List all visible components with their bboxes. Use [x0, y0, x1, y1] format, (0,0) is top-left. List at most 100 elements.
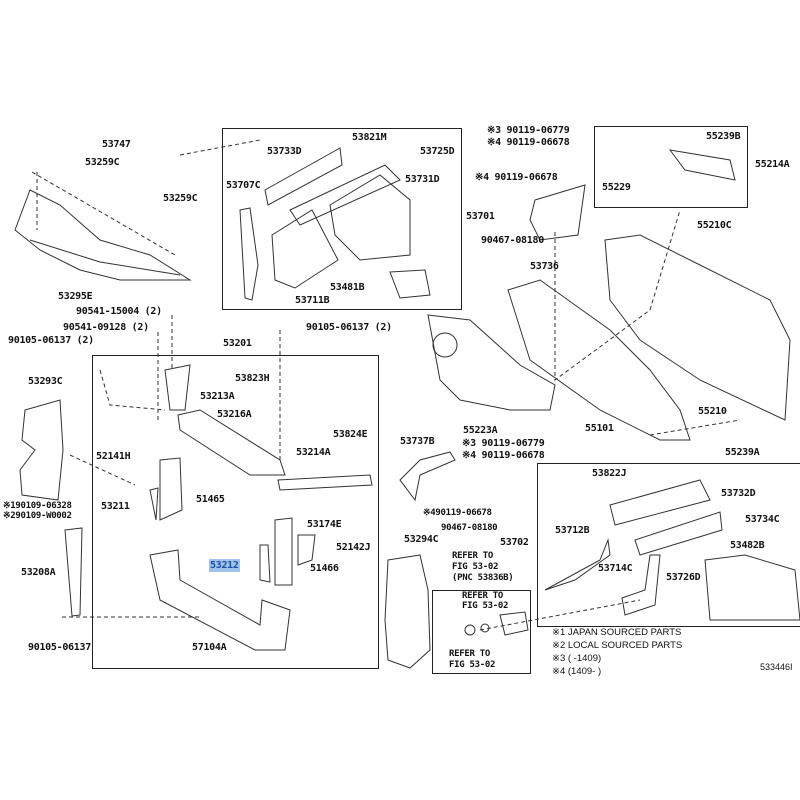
part-label[interactable]: 53726D: [666, 572, 701, 583]
part-label[interactable]: 53822J: [592, 468, 627, 479]
part-label[interactable]: 52142J: [336, 542, 371, 553]
part-57104a-shape: [149, 549, 291, 651]
part-label[interactable]: 53823H: [235, 373, 270, 384]
group-box-53702: [537, 463, 800, 627]
part-55214a-shape: [668, 149, 736, 181]
refer-text: FIG 53-02: [449, 660, 496, 670]
part-label[interactable]: 53294C: [404, 534, 439, 545]
part-53736-shape: [529, 184, 586, 241]
part-label[interactable]: 90541-09128 (2): [63, 322, 149, 333]
part-label[interactable]: 53711B: [295, 295, 330, 306]
part-label[interactable]: 53211: [101, 501, 130, 512]
part-label[interactable]: ※3 90119-06779: [462, 438, 545, 449]
part-53293c-shape: [19, 399, 64, 501]
refer-text: FIG 53-02: [452, 562, 499, 572]
part-label[interactable]: ※4 90119-06678: [475, 172, 558, 183]
group-box-55214a: [594, 126, 748, 208]
part-53294c-shape: [384, 554, 431, 669]
part-label[interactable]: 53821M: [352, 132, 387, 143]
part-label[interactable]: 53213A: [200, 391, 235, 402]
part-label[interactable]: 53737B: [400, 436, 435, 447]
part-label[interactable]: 53714C: [598, 563, 633, 574]
part-label[interactable]: 53481B: [330, 282, 365, 293]
part-label[interactable]: 55101: [585, 423, 614, 434]
part-53482b-shape: [704, 554, 800, 621]
refer-text: REFER TO: [462, 591, 503, 601]
part-label[interactable]: ※290109-W0002: [3, 511, 72, 521]
part-label[interactable]: ※3 90119-06779: [487, 125, 570, 136]
part-53208a-shape: [64, 527, 83, 617]
part-53714c-shape: [621, 554, 661, 616]
part-53732d-shape: [609, 479, 723, 556]
part-label[interactable]: 90467-08180: [481, 235, 544, 246]
part-51466-shape: [259, 517, 316, 586]
part-label[interactable]: 55239A: [725, 447, 760, 458]
part-label[interactable]: ※4 90119-06678: [462, 450, 545, 461]
refer-text: REFER TO: [452, 551, 493, 561]
part-label[interactable]: 90105-06137: [28, 642, 91, 653]
part-label[interactable]: 53707C: [226, 180, 261, 191]
part-label[interactable]: 55210: [698, 406, 727, 417]
part-53216a-shape: [164, 364, 286, 476]
part-label[interactable]: 53733D: [267, 146, 302, 157]
part-label[interactable]: 53747: [102, 139, 131, 150]
part-55223a-shape: [427, 314, 556, 411]
part-label[interactable]: ※190109-06328: [3, 501, 72, 511]
part-55210-shape: [604, 234, 791, 421]
part-53707c-shape: [239, 207, 259, 301]
part-label[interactable]: 53732D: [721, 488, 756, 499]
part-label[interactable]: 53216A: [217, 409, 252, 420]
part-label[interactable]: 53174E: [307, 519, 342, 530]
part-label[interactable]: 53702: [500, 537, 529, 548]
part-label[interactable]: 57104A: [192, 642, 227, 653]
part-label[interactable]: 90105-06137 (2): [8, 335, 94, 346]
refer-text: REFER TO: [449, 649, 490, 659]
refer-text: (PNC 53836B): [452, 573, 514, 583]
part-label[interactable]: 53214A: [296, 447, 331, 458]
part-label[interactable]: 53736: [530, 261, 559, 272]
part-label[interactable]: ※4 90119-06678: [487, 137, 570, 148]
part-55101-shape: [507, 279, 691, 441]
part-label[interactable]: ※490119-06678: [423, 508, 492, 518]
part-53214a-shape: [277, 474, 373, 491]
group-box-53201: [92, 355, 379, 669]
part-label[interactable]: 53259C: [85, 157, 120, 168]
part-label[interactable]: 90467-08180: [441, 523, 498, 533]
part-label[interactable]: 55210C: [697, 220, 732, 231]
note-2: ※2 LOCAL SOURCED PARTS: [552, 640, 683, 651]
part-label[interactable]: 53824E: [333, 429, 368, 440]
part-label[interactable]: 53725D: [420, 146, 455, 157]
part-label[interactable]: 51466: [310, 563, 339, 574]
part-label[interactable]: 53712B: [555, 525, 590, 536]
part-label[interactable]: 90541-15004 (2): [76, 306, 162, 317]
part-label[interactable]: 55223A: [463, 425, 498, 436]
part-label[interactable]: 55239B: [706, 131, 741, 142]
group-box-53701: [222, 128, 462, 310]
note-1: ※1 JAPAN SOURCED PARTS: [552, 627, 682, 638]
part-label[interactable]: 55229: [602, 182, 631, 193]
part-53711b-shape: [271, 174, 411, 289]
part-label[interactable]: 53701: [466, 211, 495, 222]
part-53295e-shape: [14, 189, 192, 281]
part-53712b-shape: [544, 538, 611, 591]
part-label-highlighted[interactable]: 53212: [209, 559, 240, 572]
part-label[interactable]: 51465: [196, 494, 225, 505]
note-3: ※3 ( -1409): [552, 653, 602, 664]
part-label[interactable]: 90105-06137 (2): [306, 322, 392, 333]
part-53737b-shape: [399, 451, 456, 502]
part-label[interactable]: 53293C: [28, 376, 63, 387]
diagram-id: 533446I: [760, 662, 793, 672]
part-label[interactable]: 53208A: [21, 567, 56, 578]
part-label[interactable]: 53295E: [58, 291, 93, 302]
part-label[interactable]: 52141H: [96, 451, 131, 462]
part-label[interactable]: 53482B: [730, 540, 765, 551]
part-label[interactable]: 53259C: [163, 193, 198, 204]
refer-text: FIG 53-02: [462, 601, 509, 611]
part-label[interactable]: 53201: [223, 338, 252, 349]
group-box-refer: [432, 590, 531, 674]
part-label[interactable]: 53731D: [405, 174, 440, 185]
part-label[interactable]: 53734C: [745, 514, 780, 525]
part-label[interactable]: 55214A: [755, 159, 790, 170]
